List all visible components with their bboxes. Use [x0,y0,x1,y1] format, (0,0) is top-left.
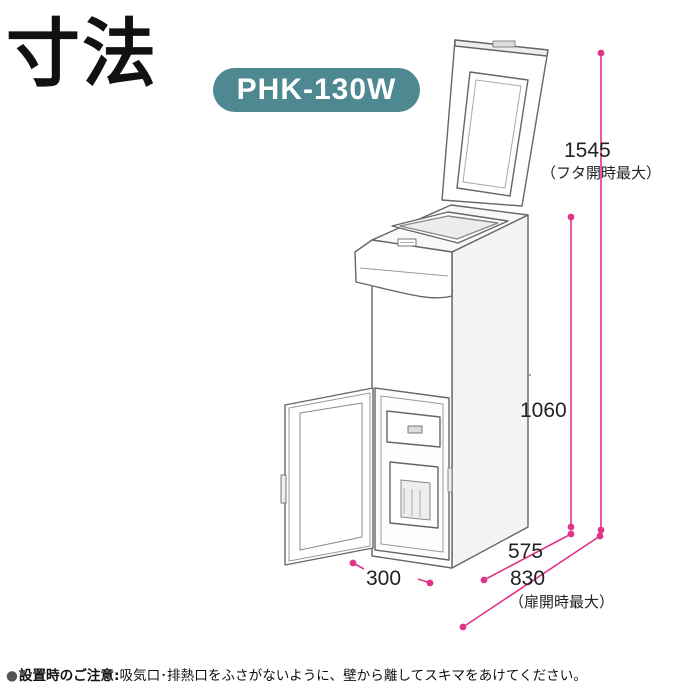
dimension-line-depth [483,533,572,581]
dimension-line-depth-open [462,535,601,628]
dimension-end-dot [567,213,575,221]
dimension-note-door-open: （扉開時最大） [509,594,614,611]
cabinet-side-panel [451,214,529,569]
dimension-label-height: 1060 [520,399,567,422]
dimension-label-width: 300 [366,567,401,590]
appliance-illustration [280,39,549,569]
installation-note-text: 吸気口･排熱口をふさがないように、壁から離してスキマをあけてください。 [119,668,587,684]
dimension-lines [349,49,605,631]
installation-note-lead: 設置時のご注意: [18,668,120,684]
bullet-icon: ● [6,668,18,684]
dimension-end-dot [567,523,575,531]
page-title: 寸法 [6,11,158,97]
dimension-end-dot [596,532,604,540]
model-badge: PHK-130W [213,68,420,112]
installation-note: ●設置時のご注意:吸気口･排熱口をふさがないように、壁から離してスキマをあけてく… [6,666,696,686]
dimension-end-dot [567,530,575,538]
dimension-note-lid-open: （フタ開時最大） [541,165,661,182]
dimension-end-dot [597,526,605,534]
lid-window [456,71,529,197]
dimension-end-dot [459,623,467,631]
dimension-end-dot [426,579,434,587]
dimension-end-dot [349,559,357,567]
dimension-label-height-open: 1545 [564,139,611,162]
dimension-end-dot [480,576,488,584]
product-dimension-diagram: 1545 （フタ開時最大） 1060 300 575 830 （扉開時最大） [280,39,661,631]
dimension-end-dot [597,49,605,57]
door-hinge-handle [280,474,287,504]
dimension-label-depth-open: 830 [510,567,545,590]
front-control-band [354,239,453,299]
dimension-label-depth: 575 [508,540,543,563]
